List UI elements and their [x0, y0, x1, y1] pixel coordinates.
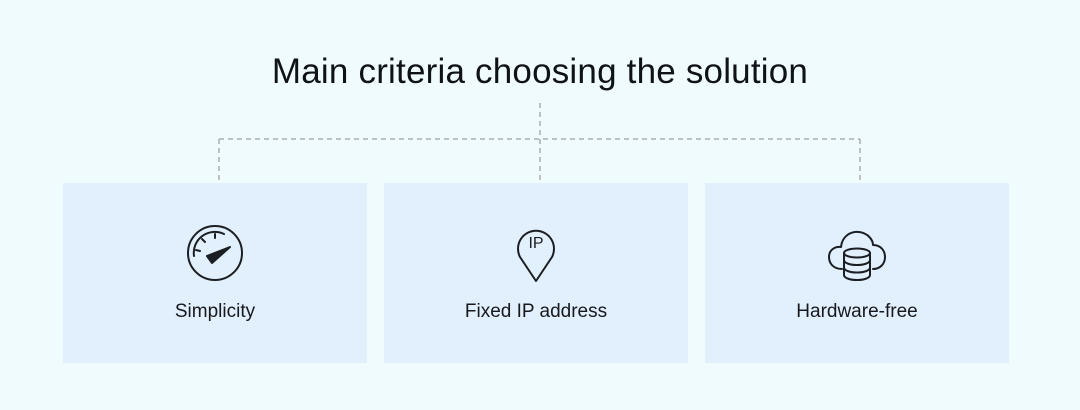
- speedometer-icon: [185, 223, 245, 283]
- page-title: Main criteria choosing the solution: [271, 52, 809, 91]
- criteria-label: Hardware-free: [796, 301, 918, 322]
- map-pin-ip-icon: IP: [506, 223, 566, 283]
- criteria-label: Fixed IP address: [464, 301, 608, 322]
- criteria-label: Simplicity: [174, 301, 256, 322]
- criteria-card-fixed-ip: IP Fixed IP address: [384, 183, 688, 363]
- criteria-card-hardware-free: Hardware-free: [705, 183, 1009, 363]
- cloud-database-icon: [827, 223, 887, 283]
- criteria-card-simplicity: Simplicity: [63, 183, 367, 363]
- ip-icon-text: IP: [528, 235, 543, 252]
